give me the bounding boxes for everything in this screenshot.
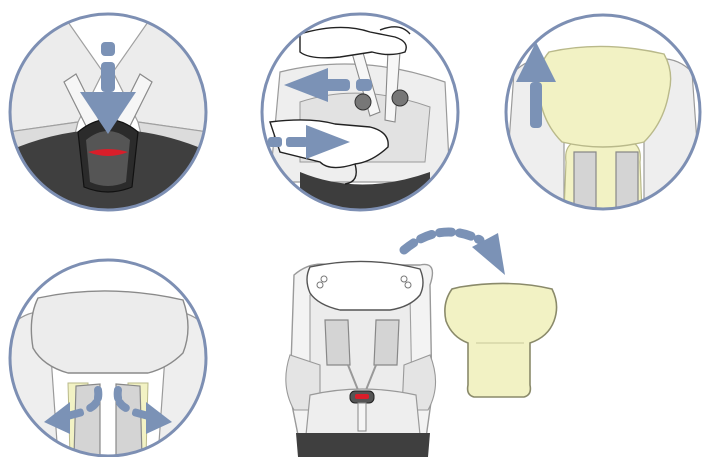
remove-insert-from-seat-illustration [280,225,570,457]
removed-insert [445,283,557,397]
press-buckle-release-illustration [8,12,208,212]
step-remove-insert [280,225,570,457]
pull-harness-straps-illustration [260,12,460,212]
lift-headrest-insert-illustration [504,12,702,212]
step-spread-straps [8,258,208,457]
step-press-release-button [8,12,208,212]
step-lift-headrest [504,12,702,212]
step-pull-straps [260,12,460,212]
spread-shoulder-straps-illustration [8,258,208,457]
